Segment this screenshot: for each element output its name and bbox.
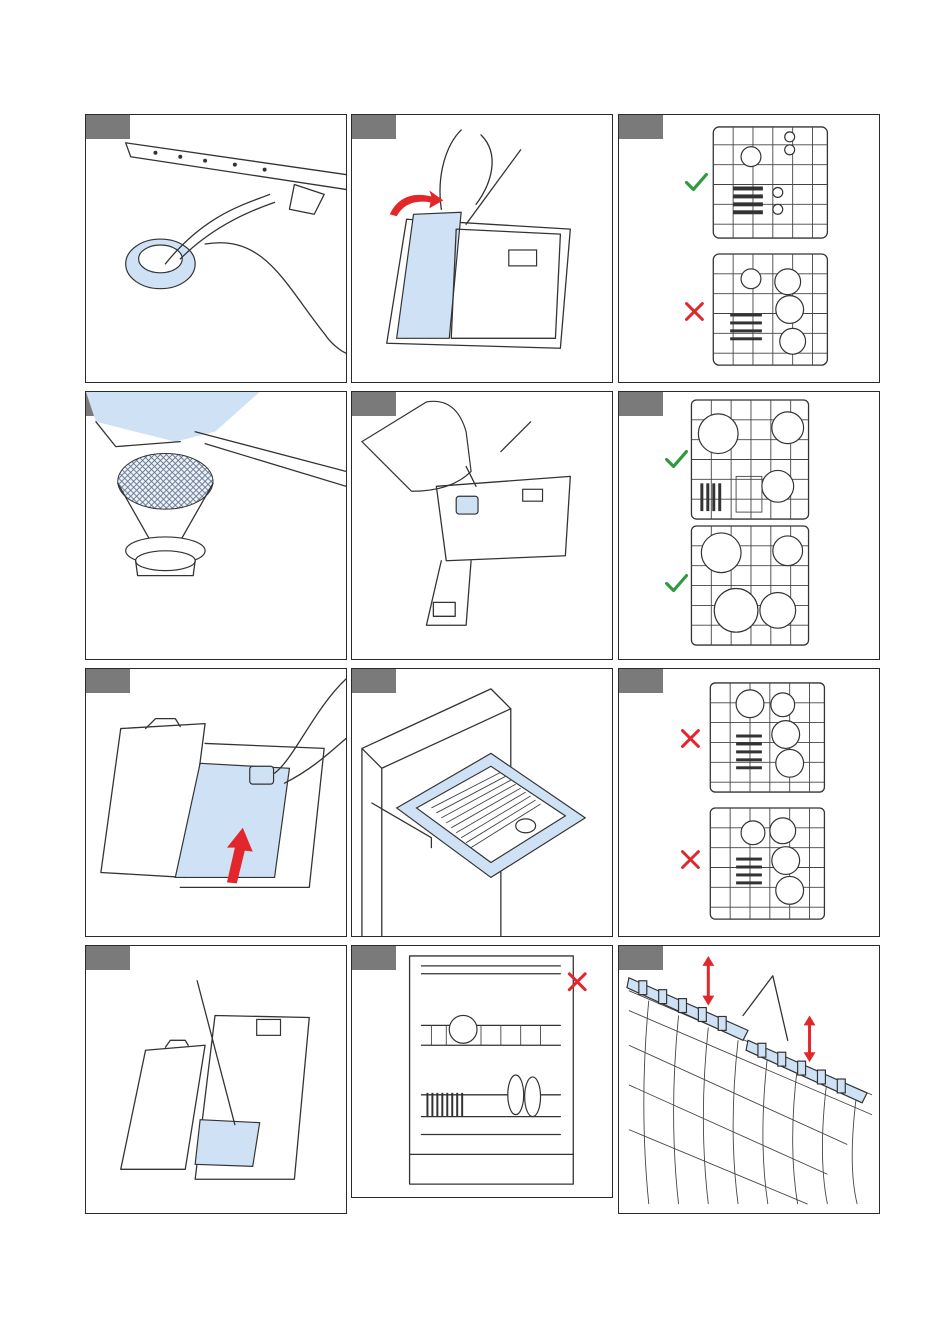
lower-rack-top [691,400,808,519]
overloaded-illustration [352,946,612,1197]
panel-filter-removal [85,114,347,383]
wrong-rack-top [710,683,824,792]
up-down-arrow-icon [702,956,714,1006]
adjustable-tines-illustration [619,946,879,1213]
panel-detergent-dispenser-open [351,114,613,383]
upper-rack-illustration [619,115,879,382]
lower-rack-illustration [619,392,879,659]
check-icon [686,175,706,190]
up-down-arrow-icon [804,1015,816,1062]
tine-row-left [627,978,748,1041]
detergent-compartment-illustration [86,946,346,1213]
cross-icon [569,974,585,990]
rack-top [713,127,827,238]
wrong-loading-illustration [619,669,879,936]
panel-overloaded-dishwasher [351,945,613,1198]
lid-close-illustration [86,669,346,936]
rack-bottom [713,254,827,365]
cross-icon [683,852,699,868]
panel-dispenser-lid-close [85,668,347,937]
panel-filter-cleaning [85,391,347,660]
check-icon [667,576,687,591]
panel-upper-rack-loading [618,114,880,383]
panel-cutlery-drawer [351,668,613,937]
lower-rack-bottom [691,526,808,645]
dispenser-open-illustration [352,115,612,382]
check-icon [667,452,687,467]
panel-lower-rack-loading [618,391,880,660]
panel-detergent-compartment [85,945,347,1214]
rinse-aid-illustration [352,392,612,659]
cutlery-drawer-illustration [352,669,612,936]
wrong-rack-bottom [710,808,824,919]
panel-rack-loading-wrong [618,668,880,937]
filter-cleaning-illustration [86,392,346,659]
panel-rinse-aid-filling [351,391,613,660]
cross-icon [686,304,702,320]
panel-adjustable-tines [618,945,880,1214]
cross-icon [683,731,699,747]
filter-removal-illustration [86,115,346,382]
